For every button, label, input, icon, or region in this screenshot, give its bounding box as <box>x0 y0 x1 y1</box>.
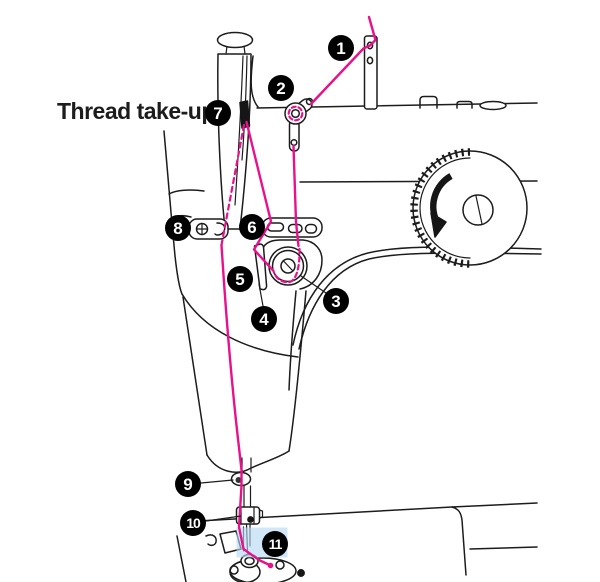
thread-hidden-cover <box>220 123 246 247</box>
callout-11: 11 <box>262 531 288 557</box>
thread-take-up-label: Thread take-up <box>57 98 215 124</box>
callout-4: 4 <box>251 306 277 332</box>
callout-5: 5 <box>227 266 253 292</box>
callout-2: 2 <box>268 75 294 101</box>
leader-9 <box>200 479 234 484</box>
bed-hole <box>297 569 305 577</box>
tension-screw <box>280 258 296 274</box>
handwheel <box>410 148 528 268</box>
post-hole-bottom <box>366 56 374 65</box>
arm-thread-guide <box>284 97 314 152</box>
callout-8: 8 <box>165 215 191 241</box>
guide9-hole <box>235 477 242 483</box>
arm-top-detail-3 <box>479 100 507 111</box>
thread-end <box>267 562 274 569</box>
callout-10: 10 <box>180 510 206 536</box>
callout-3: 3 <box>323 288 349 314</box>
thread-path <box>220 15 377 569</box>
bed-hook-detail <box>205 534 217 547</box>
needle-plate-screw-left <box>229 565 239 575</box>
take-up-cover <box>216 31 254 230</box>
leader-4 <box>258 283 264 307</box>
callout-1: 1 <box>328 35 354 61</box>
handwheel-hub <box>462 194 494 226</box>
tension-assembly <box>253 239 323 291</box>
leader-3 <box>300 275 327 294</box>
needle-plate-screw-right <box>275 560 285 570</box>
arm-top-detail-2 <box>456 100 473 109</box>
cover-cap <box>216 31 254 49</box>
rotation-arrow-head <box>430 212 447 238</box>
leader-10 <box>205 515 242 522</box>
thread-hidden-guide2 <box>287 105 304 122</box>
thread-guide-post <box>363 35 378 110</box>
callout-6: 6 <box>239 214 265 240</box>
thread-hidden-tension <box>272 247 301 284</box>
callout-7: 7 <box>205 100 231 126</box>
arm-top-detail-1 <box>419 95 438 109</box>
check-spring-lever <box>253 243 268 291</box>
clamp-screw <box>247 516 254 523</box>
leader-lines <box>200 275 327 522</box>
face-plate-guide <box>188 218 229 240</box>
callout-9: 9 <box>175 471 201 497</box>
guide8-screw <box>195 222 209 236</box>
machine-bed <box>176 502 538 582</box>
